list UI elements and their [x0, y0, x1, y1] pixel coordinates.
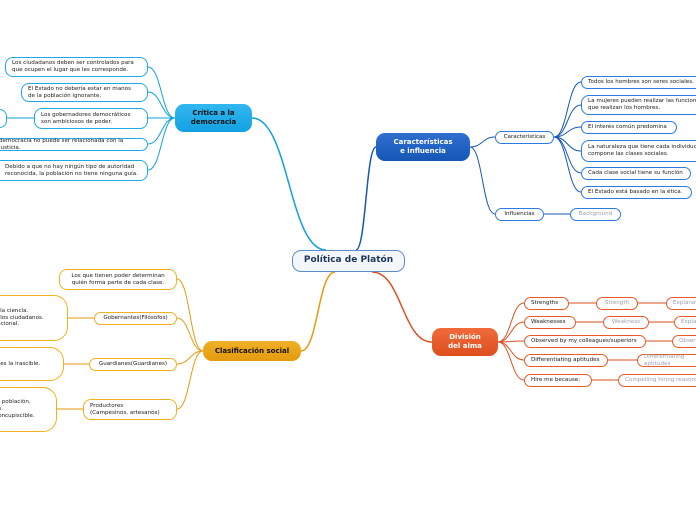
link-division-item-0: [497, 302, 525, 343]
division-observed[interactable]: Observed by my colleagues/superiors: [524, 335, 646, 348]
differentiating-child[interactable]: Differentiating aptitudes: [637, 354, 696, 367]
link-critica-item-5: [147, 117, 176, 171]
link-carac-item-5: [553, 136, 582, 193]
link-critica-item-1: [147, 91, 176, 119]
link-clasif-item-1: [176, 317, 204, 352]
link-influencias-sub: [469, 146, 496, 215]
link-carac-item-0: [553, 81, 582, 138]
clasificacion-item[interactable]: Los que tienen poder determinan quién fo…: [59, 269, 177, 290]
strengths-child[interactable]: Strength: [596, 297, 638, 310]
link-root-clasificacion: [300, 271, 336, 352]
link-carac-item-1: [553, 104, 582, 138]
link-carac-item-2: [553, 126, 582, 138]
hire-child[interactable]: Compelling hiring reasons: [618, 374, 696, 387]
critica-item[interactable]: democracia no puede ser relacionada con …: [0, 138, 148, 151]
strengths-explanation[interactable]: Explanation: [666, 297, 696, 310]
clasificacion-gobernantes[interactable]: Gobernantes(Filósofos): [94, 312, 177, 325]
clasificacion-guardianes[interactable]: Guardianes(Guardianes): [89, 358, 177, 371]
caracteristica-item[interactable]: Todos los hombres son seres sociales.: [581, 76, 696, 89]
critica-item[interactable]: Los ciudadanos deben ser controlados par…: [5, 57, 148, 77]
clasificacion-productores[interactable]: Productores (Campesinos, artesanos): [83, 399, 177, 420]
caracteristica-item[interactable]: El Estado está basado en la ética.: [581, 186, 692, 199]
observed-child[interactable]: Observed: [672, 335, 696, 348]
caracteristica-item[interactable]: La naturaleza que tiene cada individuo c…: [581, 140, 696, 162]
link-carac-sub: [469, 136, 496, 148]
productores-detail[interactable]: la población. os. concupiscible.: [0, 387, 57, 432]
link-carac-item-4: [553, 136, 582, 174]
subtopic-caracteristicas[interactable]: Caracteristicas: [495, 131, 554, 144]
topic-clasificacion-social[interactable]: Clasificación social: [203, 341, 301, 361]
root-topic[interactable]: Política de Platón: [292, 250, 405, 272]
caracteristica-item[interactable]: La mujeres pueden realizar las funciones…: [581, 95, 696, 115]
link-critica-item-4: [147, 117, 176, 145]
division-hire[interactable]: Hire me because:: [524, 374, 592, 387]
topic-critica-democracia[interactable]: Crítica a la democracia: [175, 104, 252, 132]
link-critica-item-0: [147, 66, 176, 119]
division-differentiating[interactable]: Differentiating aptitudes: [524, 354, 608, 367]
critica-item[interactable]: El Estado no debería estar en manos de l…: [21, 83, 148, 102]
influencias-background[interactable]: Background: [570, 208, 621, 221]
weaknesses-explanation[interactable]: Explanation: [674, 316, 696, 329]
link-clasif-item-0: [176, 278, 204, 352]
link-division-item-3: [497, 341, 525, 361]
link-root-critica: [251, 117, 327, 251]
link-clasif-item-2: [176, 350, 204, 365]
guardianes-detail[interactable]: a es la irascible.: [0, 347, 64, 381]
division-weaknesses[interactable]: Weaknesses: [524, 316, 576, 329]
link-division-item-4: [497, 341, 525, 381]
link-root-division: [371, 271, 433, 343]
caracteristica-item[interactable]: Cada clase social tiene su función: [581, 167, 691, 180]
critica-item[interactable]: Los gobernadores democráticos son ambici…: [34, 108, 148, 129]
link-root-caracteristicas: [355, 146, 377, 251]
caracteristica-item[interactable]: El interés común predomina: [581, 121, 677, 134]
link-clasif-item-3: [176, 350, 204, 410]
topic-division-alma[interactable]: División del alma: [432, 328, 498, 356]
division-strengths[interactable]: Strengths: [524, 297, 569, 310]
topic-caracteristicas[interactable]: Características e influencia: [376, 133, 470, 161]
weaknesses-child[interactable]: Weakness: [603, 316, 649, 329]
link-division-item-1: [497, 321, 525, 343]
gobernantes-detail[interactable]: y la ciencia. e los ciudadanos. racional…: [0, 295, 68, 341]
critica-item[interactable]: Debido a que no hay ningún tipo de autor…: [0, 160, 148, 181]
subtopic-influencias[interactable]: Influencias: [495, 208, 544, 221]
